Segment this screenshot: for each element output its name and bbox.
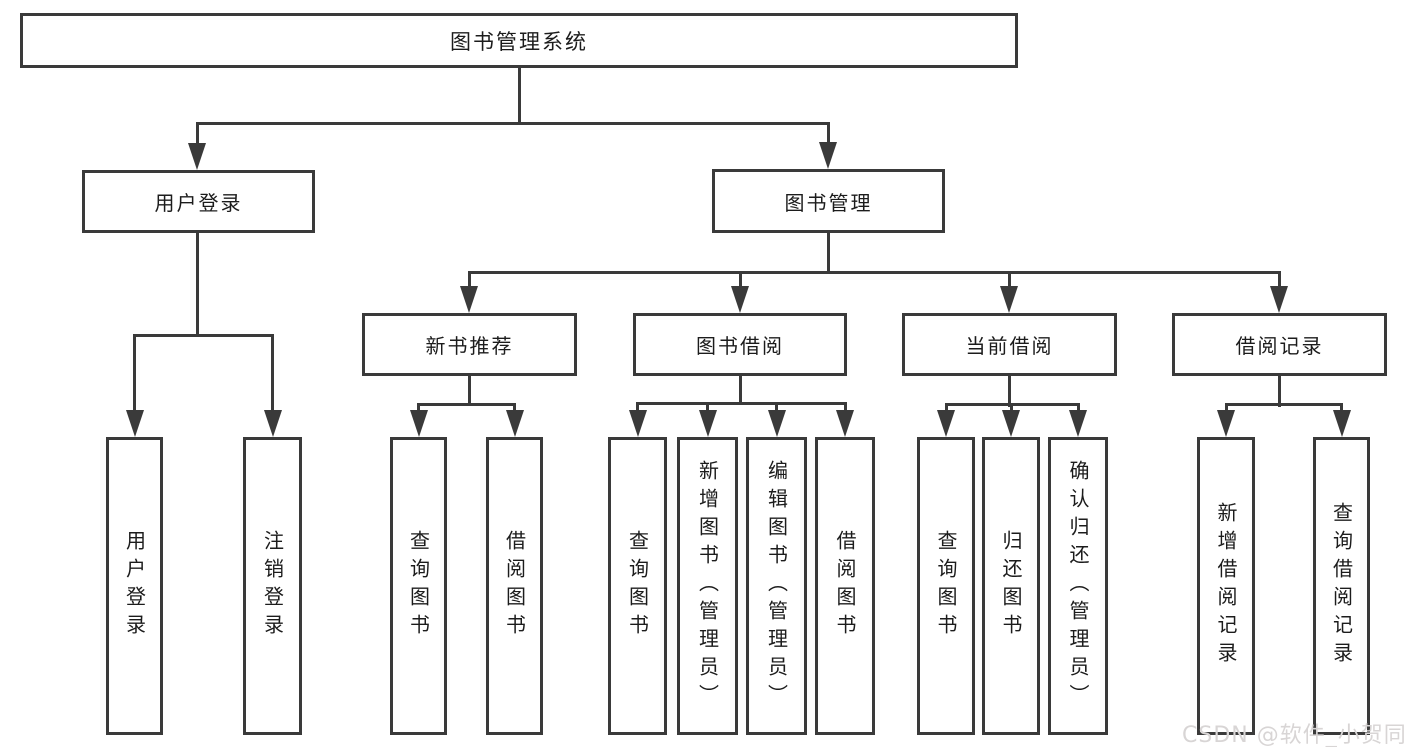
connector-borrow-records-branch [1225, 403, 1343, 406]
connector-borrow-records-stem [1278, 376, 1281, 407]
connector-stem-leaf-logout [271, 334, 274, 414]
arrow-down-icon [768, 410, 786, 437]
connector-stem [1225, 403, 1228, 413]
node-library-system: 图书管理系统 [20, 13, 1018, 68]
connector-stem-book-mgmt [827, 122, 830, 145]
connector-stem [706, 402, 709, 413]
arrow-down-icon [410, 410, 428, 437]
connector-stem [636, 402, 639, 413]
leaf-confirm-return-admin: 确认归还（管理员） [1048, 437, 1108, 735]
arrow-down-icon [506, 410, 524, 437]
arrow-down-icon [188, 143, 206, 170]
node-borrow-records: 借阅记录 [1172, 313, 1387, 376]
connector-stem [417, 403, 420, 413]
connector-stem-borrow-records [1278, 271, 1281, 287]
arrow-down-icon [937, 410, 955, 437]
connector-book-borrow-stem [739, 376, 742, 405]
connector-root-stem [518, 68, 521, 125]
arrow-down-icon [819, 142, 837, 169]
connector-stem-user-login [196, 122, 199, 146]
watermark: CSDN @软件_小贺同学 [1182, 723, 1405, 747]
arrow-down-icon [126, 410, 144, 437]
leaf-query-books-recommend: 查询图书 [390, 437, 447, 735]
leaf-return-books: 归还图书 [982, 437, 1040, 735]
leaf-add-books-admin: 新增图书（管理员） [677, 437, 738, 735]
connector-stem [1010, 403, 1013, 413]
node-current-borrowing: 当前借阅 [902, 313, 1117, 376]
connector-new-book-rec-stem [468, 376, 471, 406]
connector-current-borrow-stem [1008, 376, 1011, 407]
leaf-user-login: 用户登录 [106, 437, 163, 735]
connector-user-login-branch [133, 334, 274, 337]
arrow-down-icon [699, 410, 717, 437]
arrow-down-icon [1270, 286, 1288, 313]
leaf-borrow-books-recommend: 借阅图书 [486, 437, 543, 735]
connector-stem [513, 403, 516, 413]
connector-stem-new-book-rec [468, 271, 471, 287]
arrow-down-icon [1002, 410, 1020, 437]
arrow-down-icon [731, 286, 749, 313]
node-book-management: 图书管理 [712, 169, 945, 233]
connector-stem [1340, 403, 1343, 413]
connector-stem [945, 403, 948, 413]
connector-user-login-stem [196, 233, 199, 337]
node-new-book-recommend: 新书推荐 [362, 313, 577, 376]
arrow-down-icon [264, 410, 282, 437]
connector-book-mgmt-branch [468, 271, 1281, 274]
arrow-down-icon [629, 410, 647, 437]
leaf-add-borrow-record: 新增借阅记录 [1197, 437, 1255, 735]
connector-stem [1077, 403, 1080, 413]
arrow-down-icon [1000, 286, 1018, 313]
arrow-down-icon [1333, 410, 1351, 437]
leaf-logout: 注销登录 [243, 437, 302, 735]
connector-stem-leaf-user-login [133, 334, 136, 414]
connector-stem-current-borrow [1008, 271, 1011, 287]
arrow-down-icon [460, 286, 478, 313]
leaf-borrow-books-borrowing: 借阅图书 [815, 437, 875, 735]
leaf-query-books-current: 查询图书 [917, 437, 975, 735]
connector-root-branch [196, 122, 829, 125]
connector-book-borrow-branch [636, 402, 846, 405]
connector-stem-book-borrow [739, 271, 742, 287]
arrow-down-icon [836, 410, 854, 437]
node-book-borrowing: 图书借阅 [633, 313, 847, 376]
connector-stem [775, 402, 778, 413]
connector-book-mgmt-stem [827, 233, 830, 274]
leaf-query-borrow-record: 查询借阅记录 [1313, 437, 1370, 735]
arrow-down-icon [1069, 410, 1087, 437]
node-user-login: 用户登录 [82, 170, 315, 233]
leaf-query-books-borrowing: 查询图书 [608, 437, 667, 735]
connector-new-book-rec-branch [417, 403, 516, 406]
connector-stem [844, 402, 847, 413]
leaf-edit-books-admin: 编辑图书（管理员） [746, 437, 807, 735]
arrow-down-icon [1217, 410, 1235, 437]
